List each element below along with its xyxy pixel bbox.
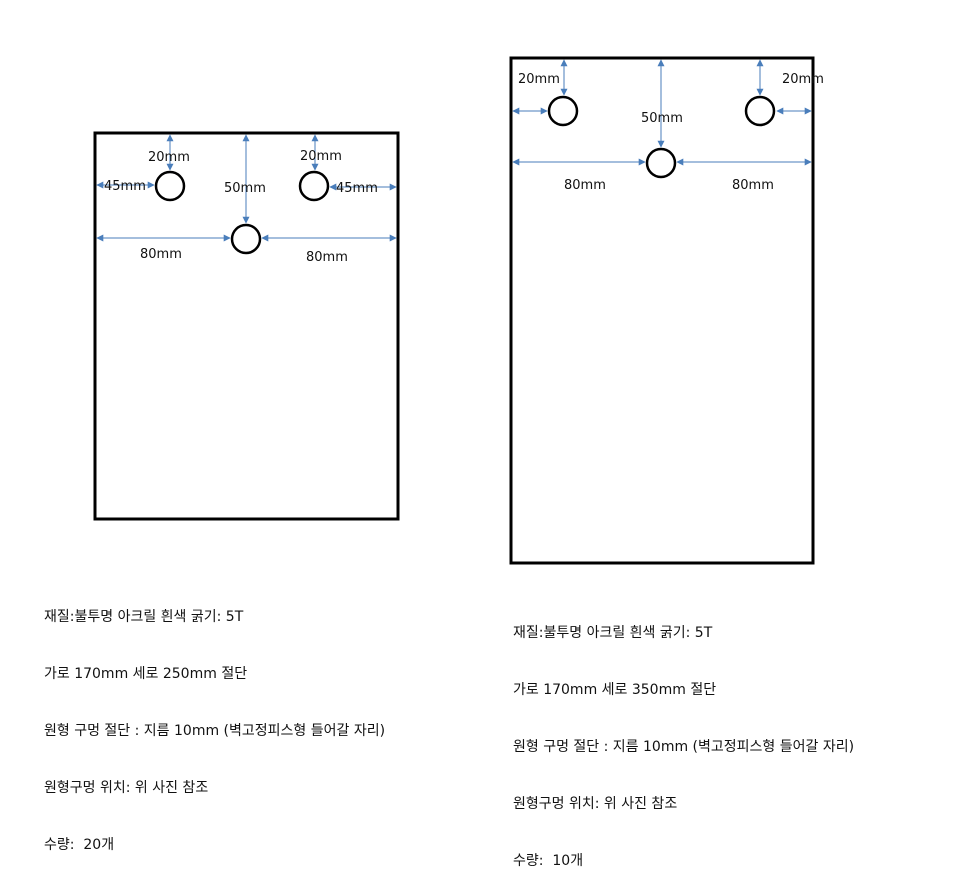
spec-hole-position: 원형구멍 위치: 위 사진 참조: [513, 796, 678, 812]
label-50mm: 50mm: [641, 111, 683, 126]
spec-size: 가로 170mm 세로 350mm 절단: [513, 682, 717, 698]
label-45mm-right: 45mm: [336, 181, 378, 196]
spec-hole-cut: 원형 구멍 절단 : 지름 10mm (벽고정피스형 들어갈 자리): [513, 739, 855, 755]
label-80mm-left: 80mm: [564, 178, 606, 193]
panel-right-outline: [509, 56, 815, 565]
panel-right-spec: 재질:불투명 아크릴 흰색 굵기: 5T 가로 170mm 세로 350mm 절…: [513, 586, 854, 890]
label-80mm-left: 80mm: [140, 247, 182, 262]
panel-left: 20mm 20mm 45mm 45mm 50mm 80mm 80mm: [93, 131, 400, 521]
label-20mm-left: 20mm: [518, 72, 560, 87]
spec-hole-position: 원형구멍 위치: 위 사진 참조: [44, 780, 209, 796]
spec-size: 가로 170mm 세로 250mm 절단: [44, 666, 248, 682]
panel-left-outline: [93, 131, 400, 521]
label-20mm-right: 20mm: [300, 149, 342, 164]
hole-left-top: [547, 95, 579, 127]
panel-right: 20mm 20mm 50mm 80mm 80mm: [509, 56, 824, 565]
label-80mm-right: 80mm: [732, 178, 774, 193]
hole-right-top: [298, 170, 330, 202]
spec-hole-cut: 원형 구멍 절단 : 지름 10mm (벽고정피스형 들어갈 자리): [44, 723, 386, 739]
panel-right-dimension-arrows: [512, 59, 812, 166]
label-20mm-left: 20mm: [148, 150, 190, 165]
spec-quantity: 수량: 10개: [513, 853, 584, 869]
label-45mm-left: 45mm: [104, 179, 146, 194]
hole-center: [230, 223, 262, 255]
drawing-canvas: 20mm 20mm 45mm 45mm 50mm 80mm 80mm 20mm …: [93, 56, 824, 565]
hole-center: [645, 147, 677, 179]
label-50mm: 50mm: [224, 181, 266, 196]
label-20mm-right: 20mm: [782, 72, 824, 87]
spec-quantity: 수량: 20개: [44, 837, 115, 853]
panel-left-spec: 재질:불투명 아크릴 흰색 굵기: 5T 가로 170mm 세로 250mm 절…: [44, 570, 385, 874]
hole-left-top: [154, 170, 186, 202]
spec-material: 재질:불투명 아크릴 흰색 굵기: 5T: [44, 609, 244, 625]
label-80mm-right: 80mm: [306, 250, 348, 265]
hole-right-top: [744, 95, 776, 127]
panel-left-dimension-arrows: [96, 134, 397, 242]
spec-material: 재질:불투명 아크릴 흰색 굵기: 5T: [513, 625, 713, 641]
